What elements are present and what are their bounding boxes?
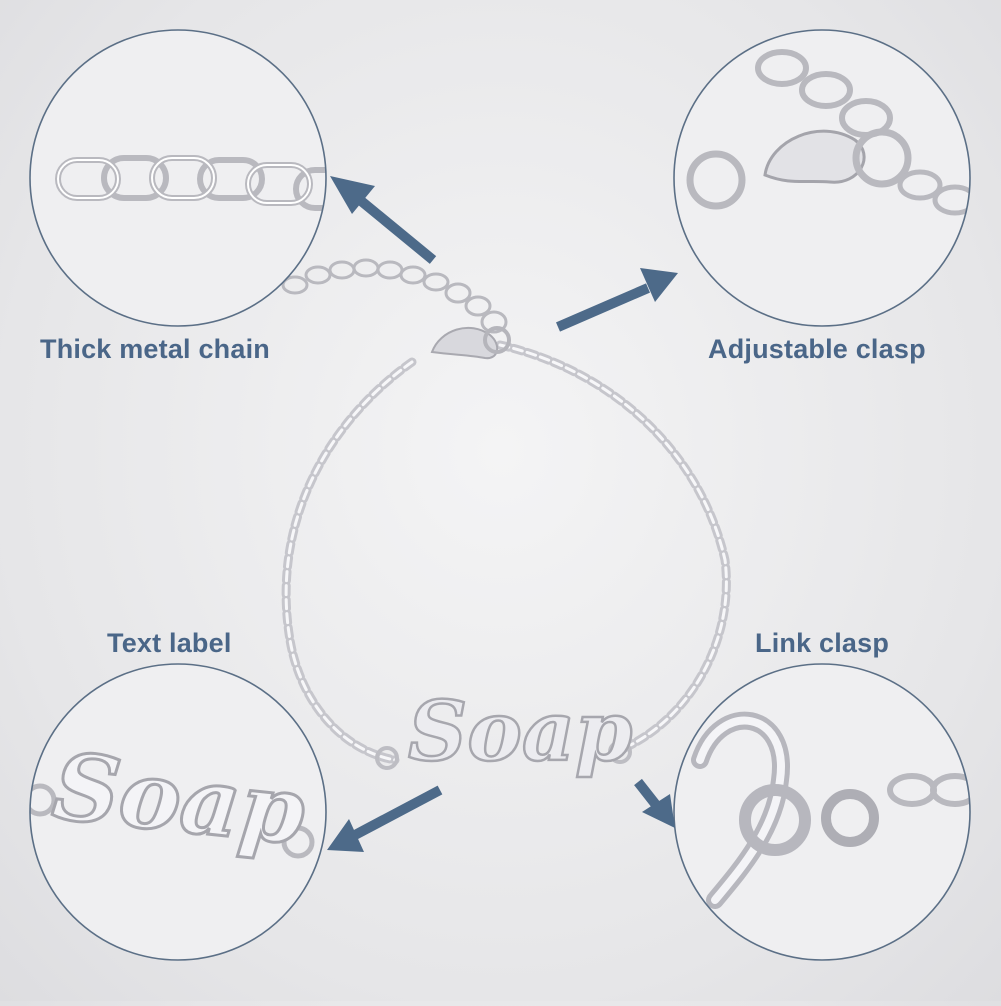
arrow-up-left-icon [330,176,437,264]
lobster-clasp [430,326,511,360]
link-clasp-closeup [691,711,970,909]
arrow-down-left-icon [327,785,443,852]
bracelet-main: Soap [281,258,731,781]
callout-label-text-label: Text label [107,628,232,658]
detail-circle-text-label: Soap [29,663,327,961]
extender-chain [281,258,508,334]
pendant-text: Soap [408,684,632,780]
clasp-closeup [686,49,970,216]
callout-label-link-clasp: Link clasp [755,628,890,658]
arrow-down-right-icon [634,778,675,828]
detail-circle-link-clasp [673,663,971,961]
detail-circle-chain [29,29,327,327]
arrow-up-right-icon [556,268,678,332]
callout-label-adjustable-clasp: Adjustable clasp [708,334,926,364]
detail-circle-adjustable-clasp [673,29,971,327]
chain-closeup [55,155,326,211]
callout-label-thick-metal-chain: Thick metal chain [40,334,270,364]
